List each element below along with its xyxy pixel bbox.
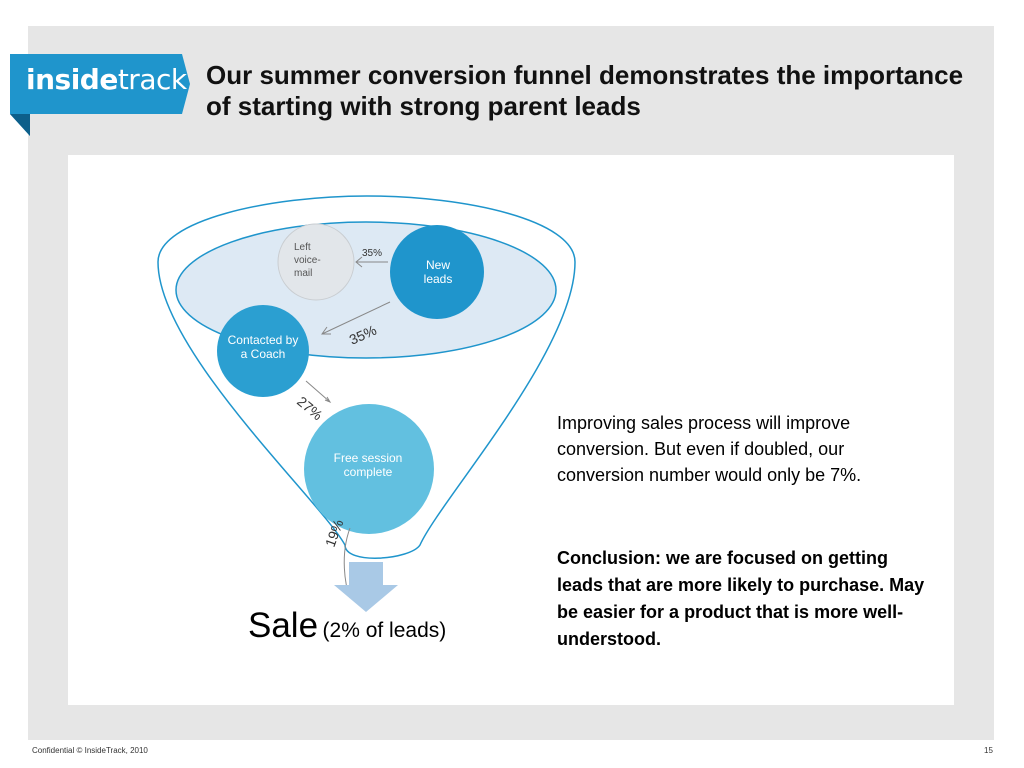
contacted-circle [217,305,309,397]
rate-voicemail: 35% [362,248,382,259]
body-paragraph: Improving sales process will improve con… [557,413,862,485]
page-number: 15 [984,746,993,755]
left-voicemail-circle [277,223,355,301]
slide-title: Our summer conversion funnel demonstrate… [206,60,964,121]
footer-confidential: Confidential © InsideTrack, 2010 [32,746,148,755]
new-leads-label: New leads [423,258,453,286]
arrow-to-contacted [321,301,391,335]
logo-part-track: track [117,63,187,96]
logo: insidetrack [26,63,187,96]
arrow-to-voicemail [355,256,388,268]
contacted-label: Contacted by a Coach [227,333,299,361]
new-leads-circle [390,225,484,319]
logo-banner [10,54,190,136]
free-session-circle [304,404,434,534]
conclusion-paragraph: Conclusion: we are focused on getting le… [557,548,925,649]
sale-down-arrow [334,562,398,612]
free-session-label: Free session complete [333,451,403,479]
logo-part-inside: inside [26,63,118,96]
sale-title: Sale [248,606,319,645]
arrow-to-free-session [305,380,332,404]
sale-detail: (2% of leads) [322,619,447,642]
left-voicemail-label: Left voice-mail [294,242,321,279]
sale-label: Sale (2% of leads) [248,606,446,646]
